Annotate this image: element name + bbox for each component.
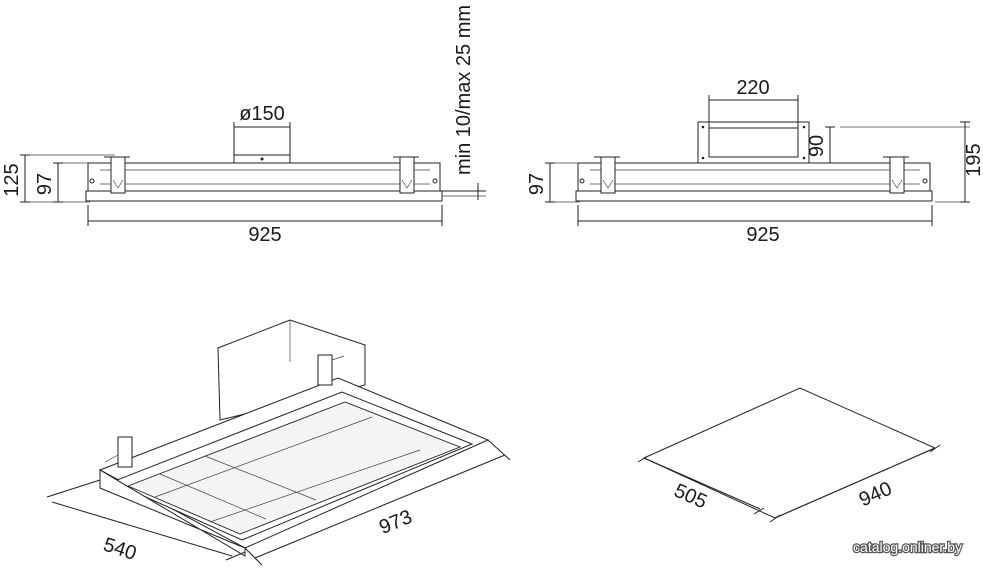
dim-90-label: 90: [806, 135, 828, 157]
dim-97-left-label: 97: [34, 173, 56, 195]
side-view-right: 220 90 97 195 925: [526, 77, 983, 246]
bracket-left-b: [393, 156, 419, 194]
dim-940-label: 940: [856, 478, 895, 512]
watermark: catalog.onliner.by: [852, 538, 963, 556]
bracket-right-b: [883, 156, 909, 194]
bracket-right-a: [594, 156, 620, 194]
clearance-label: min 10/max 25 mm: [453, 5, 475, 175]
dim-150-label: ø150: [239, 103, 285, 125]
isometric-unit: 973 540: [46, 319, 511, 566]
dim-97-right-label: 97: [526, 173, 548, 195]
motor-box: [217, 319, 366, 421]
ceiling-cutout: 505 940: [637, 387, 941, 523]
hood-body-right: [577, 162, 931, 192]
watermark-text: catalog.onliner.by: [853, 539, 962, 555]
iso-bracket-a: [117, 436, 133, 468]
hood-frame-left: [85, 190, 443, 202]
dim-540-label: 540: [101, 534, 140, 565]
dim-925-left-label: 925: [248, 224, 281, 246]
hood-panel: [126, 401, 462, 535]
iso-bracket-b: [317, 354, 333, 386]
dim-220-label: 220: [736, 77, 769, 99]
dim-195-label: 195: [963, 143, 983, 176]
side-view-left: 125 97 ø150 925 min 10/max 25 mm: [1, 5, 486, 246]
hood-frame-right: [575, 190, 933, 202]
dim-125-label: 125: [1, 163, 23, 196]
bracket-left-a: [104, 156, 130, 194]
hood-body-left: [87, 162, 441, 192]
dim-925-right-label: 925: [746, 224, 779, 246]
dim-973-label: 973: [376, 506, 415, 539]
